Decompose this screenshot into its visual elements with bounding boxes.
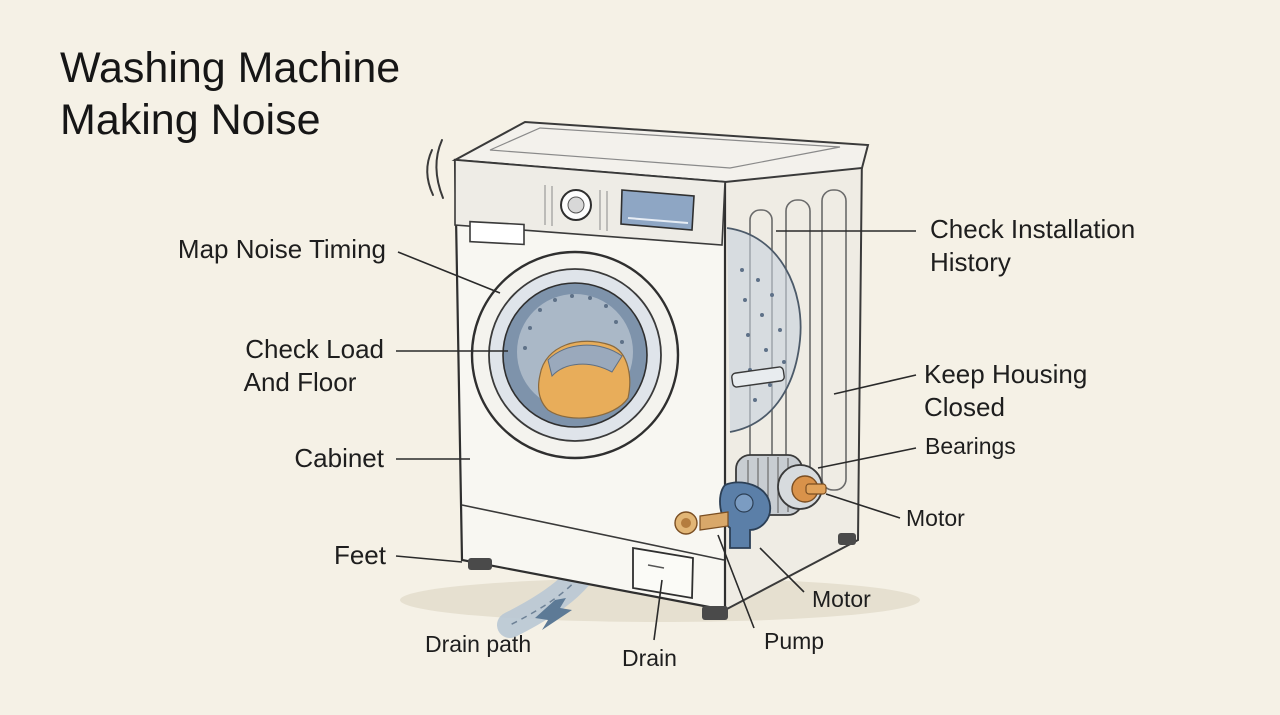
label-bearings: Bearings xyxy=(925,432,1016,461)
label-text: Drain path xyxy=(425,631,532,657)
label-drain: Drain xyxy=(622,644,677,673)
leader-bearings xyxy=(817,447,917,469)
label-text: Map Noise Timing xyxy=(177,234,386,264)
label-text: Check Load xyxy=(245,334,384,364)
leader-feet xyxy=(395,555,463,563)
page-title: Washing Machine Making Noise xyxy=(60,42,400,146)
label-text: Drain xyxy=(622,645,677,671)
leader-motor-lower xyxy=(759,547,805,593)
label-keep-housing-closed: Keep Housing Closed xyxy=(924,358,1087,424)
label-text: Closed xyxy=(924,392,1005,422)
leader-map-noise-timing xyxy=(397,251,501,294)
label-text: Feet xyxy=(333,540,386,570)
label-motor-right: Motor xyxy=(906,504,965,533)
leader-pump xyxy=(717,534,755,629)
label-check-installation-history: Check Installation History xyxy=(930,213,1135,279)
leader-drain xyxy=(653,579,663,641)
label-check-load-and-floor: Check Load xyxy=(170,333,384,366)
label-text: Cabinet xyxy=(294,443,384,473)
door xyxy=(470,250,680,460)
leader-lines xyxy=(395,230,917,641)
title-line-2: Making Noise xyxy=(60,96,321,144)
drum-cutaway xyxy=(726,227,802,433)
vibration-lines-icon xyxy=(426,139,444,199)
label-text: Motor xyxy=(812,586,871,612)
label-cabinet: Cabinet xyxy=(200,442,384,475)
label-text: Check Installation xyxy=(930,214,1136,244)
control-panel xyxy=(454,159,726,246)
label-feet: Feet xyxy=(230,539,386,572)
leader-motor-right xyxy=(825,493,901,519)
label-text: Bearings xyxy=(925,433,1016,459)
label-check-load-and-floor-line2: And Floor xyxy=(200,366,400,399)
label-map-noise-timing: Map Noise Timing xyxy=(110,233,386,266)
label-pump: Pump xyxy=(764,627,824,656)
feet xyxy=(468,533,856,620)
pump-motor-assembly xyxy=(674,454,827,549)
label-text: Pump xyxy=(764,628,825,654)
title-line-1: Washing Machine xyxy=(60,44,401,92)
label-motor-lower: Motor xyxy=(812,585,871,614)
drain-filter-door xyxy=(632,546,694,600)
label-text: History xyxy=(930,247,1011,277)
label-drain-path: Drain path xyxy=(425,630,531,659)
drain-arrow-icon xyxy=(535,598,572,630)
label-text: Keep Housing xyxy=(924,359,1088,389)
leader-keep-housing xyxy=(833,374,917,395)
label-text: And Floor xyxy=(243,367,357,397)
label-text: Motor xyxy=(906,505,965,531)
display-screen xyxy=(620,189,695,231)
